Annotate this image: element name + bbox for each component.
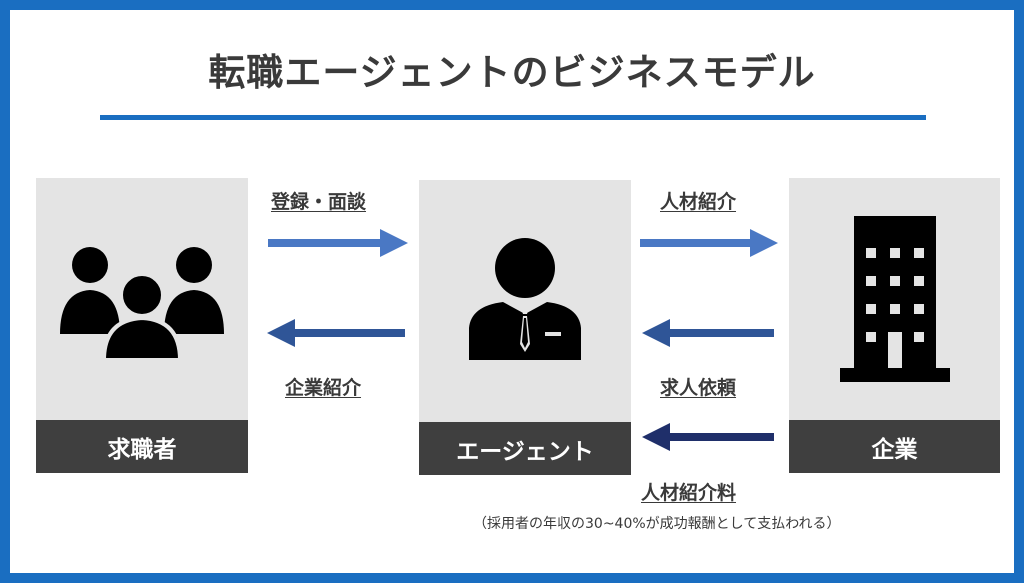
people-icon: [60, 247, 224, 360]
edge-label-company-intro: 企業紹介: [285, 377, 362, 399]
building-icon: [840, 216, 950, 382]
edge-label-job-request: 求人依頼: [660, 377, 737, 399]
job-seeker-label: 求職者: [36, 420, 248, 473]
title-underline: [100, 115, 926, 120]
arrow-seeker-to-agent: [268, 229, 408, 257]
arrow-agent-to-company: [640, 229, 778, 257]
arrow-company-to-agent-fee: [642, 423, 774, 451]
company-label: 企業: [789, 420, 1000, 473]
arrow-company-to-agent-request: [642, 319, 774, 347]
job-seeker-node: 求職者: [36, 178, 248, 473]
agent-label: エージェント: [419, 422, 631, 475]
edge-label-talent-intro: 人材紹介: [660, 191, 737, 213]
diagram-title: 転職エージェントのビジネスモデル: [208, 51, 816, 94]
company-node: 企業: [789, 178, 1000, 473]
edge-label-register-interview: 登録・面談: [271, 191, 367, 213]
arrow-agent-to-seeker: [267, 319, 405, 347]
businessman-icon: [469, 238, 581, 360]
agent-node: エージェント: [419, 180, 631, 475]
edge-label-referral-fee: 人材紹介料: [641, 482, 737, 504]
fee-note: （採用者の年収の30~40%が成功報酬として支払われる）: [473, 516, 841, 532]
